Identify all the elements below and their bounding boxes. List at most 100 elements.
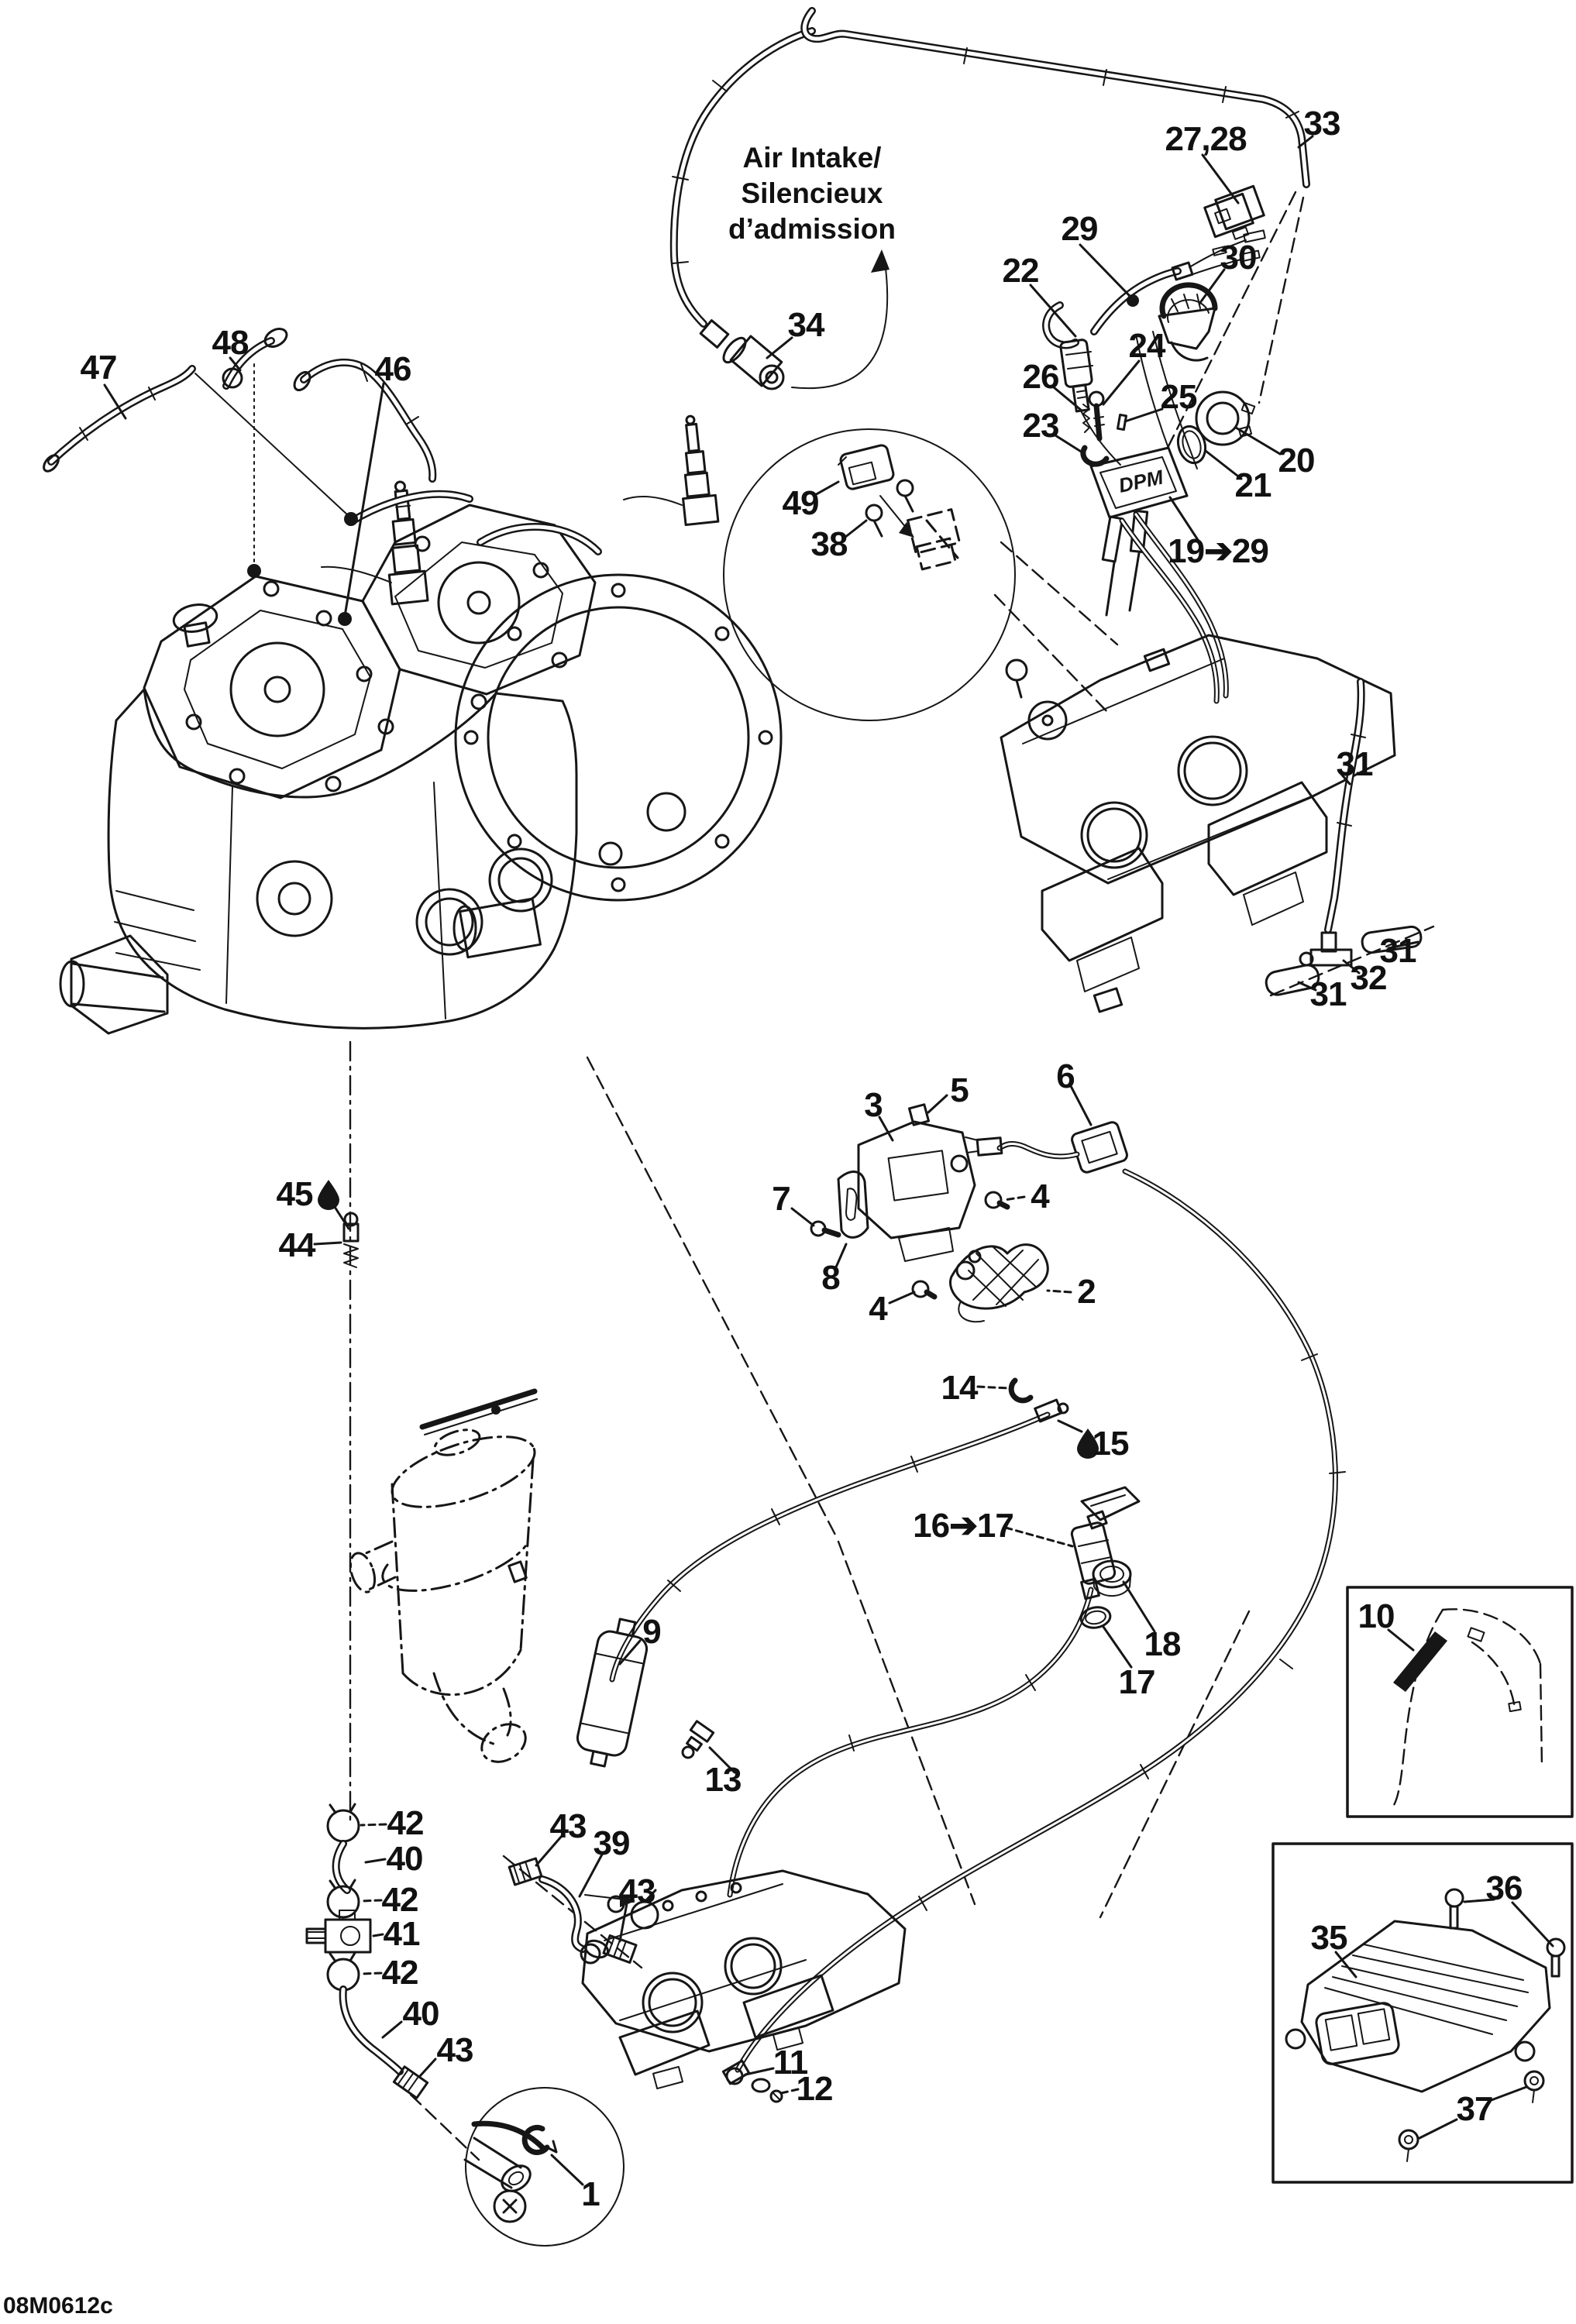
- fitting-43: [392, 2065, 429, 2099]
- callout-40: 40: [402, 1995, 440, 2033]
- oil-drop-icon: [1077, 1428, 1099, 1459]
- choke-knob-16-17: [1070, 1486, 1141, 1600]
- screw-4-lower: [911, 1280, 938, 1300]
- dpm-module: DPM: [1089, 331, 1229, 704]
- hose-47: [43, 365, 196, 473]
- gasket-8: [837, 1171, 869, 1239]
- callout-37: 37: [1456, 2090, 1494, 2128]
- vent-hose-33: [800, 7, 1310, 188]
- bolt-36: [1546, 1937, 1566, 1978]
- throttle-cable-long: [721, 1168, 1346, 2103]
- callout-34: 34: [787, 306, 825, 344]
- clip-14: [1008, 1377, 1034, 1404]
- note-arrow: [791, 261, 889, 390]
- callout-3: 3: [864, 1086, 883, 1124]
- oring-17: [1079, 1606, 1112, 1629]
- carburetor-lower: [580, 1720, 907, 2090]
- lever-2: [949, 1243, 1049, 1323]
- callout-8: 8: [821, 1259, 841, 1297]
- callout-13: 13: [704, 1761, 742, 1799]
- inset-box-ecu: [1271, 1842, 1574, 2184]
- throttle-cable-upper: [609, 1377, 1069, 1683]
- callout-26: 26: [1022, 358, 1060, 396]
- pin-25: [1116, 413, 1128, 431]
- callout-40: 40: [386, 1840, 424, 1878]
- callout-4: 4: [1031, 1177, 1050, 1215]
- switch-6: [965, 1121, 1128, 1174]
- ecu-module-35: [1285, 1920, 1551, 2093]
- callout-9: 9: [642, 1613, 662, 1651]
- bleed-screw-44: [342, 1212, 360, 1268]
- air-silencer-muffler: [349, 1428, 536, 1763]
- cap-20: [1195, 390, 1256, 446]
- callout-14: 14: [941, 1369, 979, 1407]
- leader-lines: [103, 135, 1554, 2186]
- drawing-code: 08M0612c: [3, 2293, 113, 2319]
- callout-17: 17: [1118, 1663, 1156, 1701]
- air-intake-hose: [669, 27, 890, 390]
- clamp-valve-stack: [305, 1803, 429, 2099]
- block-5: [907, 1103, 931, 1126]
- grip-elbow-29: [1090, 229, 1266, 335]
- callout-42: 42: [387, 1804, 425, 1842]
- detail-circle-bottom: [463, 2087, 625, 2247]
- callout-31: 31: [1336, 745, 1374, 783]
- callout-1: 1: [581, 2175, 600, 2213]
- callout-27,28: 27,28: [1165, 120, 1247, 158]
- clamp-30: [1158, 282, 1218, 362]
- check-valve-41: [305, 1910, 372, 1954]
- callout-18: 18: [1144, 1625, 1182, 1663]
- bolt-24: [1088, 390, 1105, 442]
- oil-drop-icon: [318, 1180, 339, 1210]
- clip-1: [521, 2124, 558, 2155]
- callout-29: 29: [1061, 210, 1099, 248]
- fitting-43: [508, 1857, 543, 1886]
- callout-42: 42: [381, 1881, 419, 1919]
- callout-41: 41: [383, 1915, 421, 1953]
- callout-12: 12: [796, 2070, 834, 2108]
- carburetor-upper: [1000, 634, 1396, 1013]
- hose-31-side: [1361, 925, 1423, 954]
- head-bolts: [185, 535, 568, 792]
- throttle-plate-detail: [907, 508, 961, 571]
- silencer-bracket: [419, 1388, 538, 1583]
- screw-head: [493, 2189, 527, 2223]
- locking-tie-10: [1393, 1631, 1447, 1692]
- callout-31: 31: [1379, 932, 1417, 970]
- construction-lines: [349, 191, 1435, 2161]
- callout-43: 43: [549, 1807, 587, 1845]
- callout-42: 42: [381, 1954, 419, 1992]
- callout-33: 33: [1303, 105, 1341, 143]
- fuel-filter-9: [576, 1618, 649, 1768]
- screw-4-upper: [984, 1191, 1010, 1210]
- callout-46: 46: [374, 350, 412, 388]
- spring-26: [1082, 404, 1090, 433]
- callout-35: 35: [1310, 1919, 1348, 1957]
- callout-16➔17: 16➔17: [913, 1507, 1014, 1545]
- callout-36: 36: [1485, 1869, 1523, 1907]
- callout-45: 45: [276, 1175, 314, 1213]
- cable-clamp-13: [681, 1720, 715, 1759]
- choke-cable: [727, 1587, 1094, 1898]
- oring-21: [1176, 425, 1207, 465]
- note-arrow-head: [871, 249, 890, 273]
- callout-4: 4: [869, 1290, 888, 1328]
- callout-11: 11: [773, 2044, 809, 2082]
- air-intake-note-line: d’admission: [728, 213, 896, 245]
- hose-attach-dot: [247, 564, 261, 578]
- callout-30: 30: [1220, 239, 1258, 277]
- engine-assembly: [59, 363, 783, 1035]
- callout-31: 31: [1309, 975, 1347, 1013]
- air-intake-note-line: Air Intake/: [742, 142, 882, 174]
- screw-12: [769, 2089, 783, 2103]
- screws-38: [865, 479, 914, 538]
- callout-19➔29: 19➔29: [1168, 532, 1269, 570]
- callout-22: 22: [1002, 252, 1040, 290]
- callout-25: 25: [1160, 378, 1198, 416]
- callout-2: 2: [1077, 1273, 1096, 1311]
- callout-32: 32: [1350, 959, 1388, 997]
- callout-23: 23: [1022, 407, 1060, 445]
